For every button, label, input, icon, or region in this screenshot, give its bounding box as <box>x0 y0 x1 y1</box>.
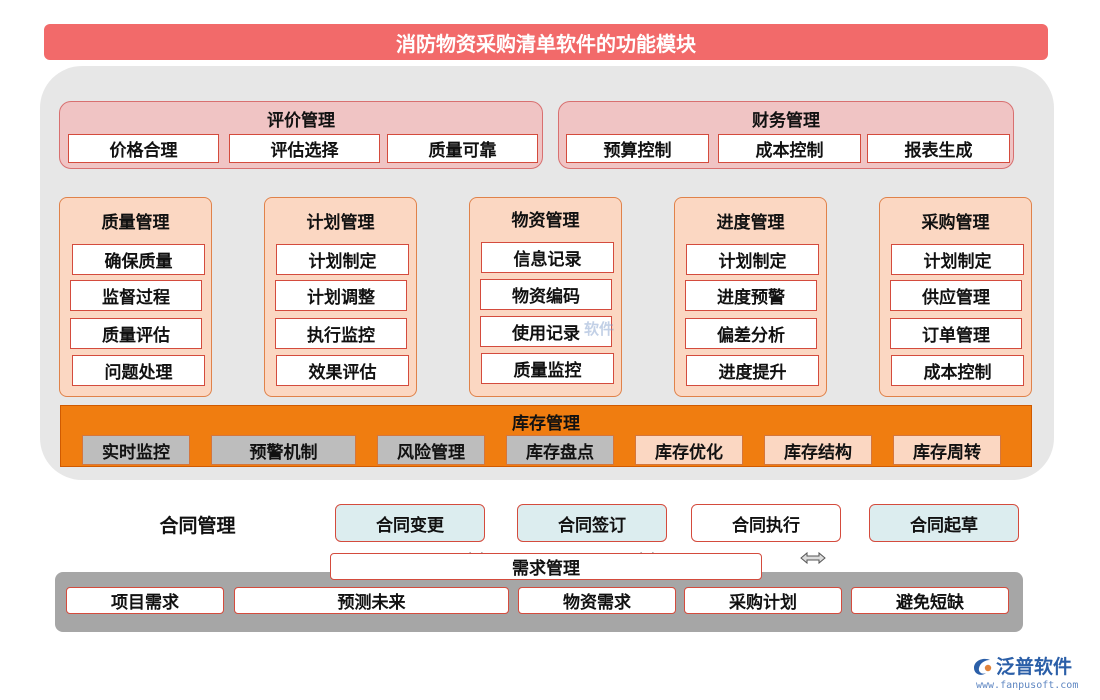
progress-item-1[interactable]: 计划制定 <box>686 244 819 275</box>
purchase-item-4[interactable]: 成本控制 <box>891 355 1024 386</box>
material-item-2[interactable]: 物资编码 <box>480 279 612 310</box>
logo-url: www.fanpusoft.com <box>976 680 1079 691</box>
contract-draft-button[interactable]: 合同起草 <box>869 504 1019 542</box>
inventory-item-structure[interactable]: 库存结构 <box>764 435 872 465</box>
demand-item-project[interactable]: 项目需求 <box>66 587 224 614</box>
inventory-item-risk[interactable]: 风险管理 <box>377 435 485 465</box>
quality-item-2[interactable]: 监督过程 <box>70 280 202 311</box>
inventory-item-monitor[interactable]: 实时监控 <box>82 435 190 465</box>
purchase-item-1[interactable]: 计划制定 <box>891 244 1024 275</box>
demand-title: 需求管理 <box>330 553 762 580</box>
finance-title: 财务管理 <box>752 110 820 131</box>
contract-label: 合同管理 <box>159 514 236 537</box>
inventory-item-optimize[interactable]: 库存优化 <box>635 435 743 465</box>
demand-item-avoid-shortage[interactable]: 避免短缺 <box>851 587 1009 614</box>
plan-item-2[interactable]: 计划调整 <box>275 280 407 311</box>
fanpu-logo-icon <box>974 658 992 675</box>
inventory-item-warning[interactable]: 预警机制 <box>211 435 356 465</box>
purchase-item-3[interactable]: 订单管理 <box>890 318 1022 349</box>
plan-item-4[interactable]: 效果评估 <box>276 355 409 386</box>
contract-execute-button[interactable]: 合同执行 <box>691 504 841 542</box>
quality-item-4[interactable]: 问题处理 <box>72 355 205 386</box>
material-title: 物资管理 <box>511 210 580 231</box>
inventory-item-turnover[interactable]: 库存周转 <box>893 435 1001 465</box>
inventory-title: 库存管理 <box>512 413 580 434</box>
finance-item-cost[interactable]: 成本控制 <box>718 134 861 163</box>
inventory-item-count[interactable]: 库存盘点 <box>506 435 614 465</box>
finance-item-report[interactable]: 报表生成 <box>867 134 1010 163</box>
progress-item-3[interactable]: 偏差分析 <box>685 318 817 349</box>
progress-item-2[interactable]: 进度预警 <box>685 280 817 311</box>
logo-text: 泛普软件 <box>996 656 1073 678</box>
contract-sign-button[interactable]: 合同签订 <box>517 504 667 542</box>
plan-title: 计划管理 <box>306 212 375 233</box>
material-item-3[interactable]: 使用记录 <box>480 316 612 347</box>
demand-item-forecast[interactable]: 预测未来 <box>234 587 509 614</box>
page-title: 消防物资采购清单软件的功能模块 <box>44 24 1048 60</box>
progress-title: 进度管理 <box>716 212 785 233</box>
material-item-1[interactable]: 信息记录 <box>481 242 614 273</box>
watermark: 软件 <box>584 320 615 338</box>
quality-item-1[interactable]: 确保质量 <box>72 244 205 275</box>
evaluation-item-price[interactable]: 价格合理 <box>68 134 219 163</box>
plan-item-3[interactable]: 执行监控 <box>275 318 407 349</box>
quality-title: 质量管理 <box>101 212 170 233</box>
demand-item-material[interactable]: 物资需求 <box>518 587 676 614</box>
contract-change-button[interactable]: 合同变更 <box>335 504 485 542</box>
purchase-item-2[interactable]: 供应管理 <box>890 280 1022 311</box>
evaluation-title: 评价管理 <box>267 110 335 131</box>
quality-item-3[interactable]: 质量评估 <box>70 318 202 349</box>
evaluation-item-reliable[interactable]: 质量可靠 <box>387 134 538 163</box>
progress-item-4[interactable]: 进度提升 <box>686 355 819 386</box>
finance-item-budget[interactable]: 预算控制 <box>566 134 709 163</box>
material-item-4[interactable]: 质量监控 <box>481 353 614 384</box>
plan-item-1[interactable]: 计划制定 <box>276 244 409 275</box>
double-arrow-icon <box>800 551 826 565</box>
purchase-title: 采购管理 <box>921 212 990 233</box>
evaluation-item-select[interactable]: 评估选择 <box>229 134 380 163</box>
demand-item-purchase-plan[interactable]: 采购计划 <box>684 587 842 614</box>
